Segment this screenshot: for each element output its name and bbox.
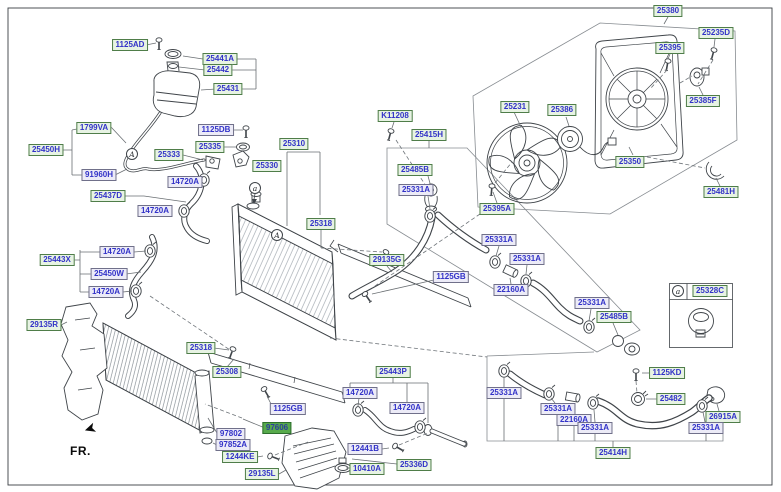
part-label-25485B[interactable]: 25485B <box>596 311 632 323</box>
part-label-25442[interactable]: 25442 <box>203 64 233 76</box>
filler-fittings-art <box>205 142 250 170</box>
part-label-25385F[interactable]: 25385F <box>685 95 721 107</box>
part-label-25331A[interactable]: 25331A <box>486 387 522 399</box>
part-label-14720A[interactable]: 14720A <box>137 205 173 217</box>
part-label-25386[interactable]: 25386 <box>547 104 577 116</box>
part-label-25333[interactable]: 25333 <box>154 149 184 161</box>
part-label-25481H[interactable]: 25481H <box>703 186 739 198</box>
part-label-selected[interactable]: 97606 <box>262 422 292 434</box>
part-label-25318[interactable]: 25318 <box>186 342 216 354</box>
part-label-25431[interactable]: 25431 <box>213 83 243 95</box>
air-guard-lower-art <box>281 427 347 490</box>
condenser-art <box>102 322 215 445</box>
front-direction-label: FR. <box>70 444 91 458</box>
radiator-cap-icon <box>688 308 714 338</box>
part-label-25437D[interactable]: 25437D <box>90 190 126 202</box>
fan-shroud-art <box>594 34 684 169</box>
part-label-12441B[interactable]: 12441B <box>347 443 383 455</box>
part-label-K11208[interactable]: K11208 <box>377 110 413 122</box>
part-label-29135L[interactable]: 29135L <box>244 468 280 480</box>
air-guard-left-art <box>60 302 108 421</box>
part-label-25415H[interactable]: 25415H <box>411 129 447 141</box>
part-label-25331A[interactable]: 25331A <box>509 253 545 265</box>
part-label-14720A[interactable]: 14720A <box>342 387 378 399</box>
leader-lines <box>60 16 721 475</box>
part-label-97852A[interactable]: 97852A <box>215 439 251 451</box>
diagram-border <box>7 7 773 486</box>
assembly-marker-a: a <box>249 182 261 194</box>
part-label-29135G[interactable]: 29135G <box>369 254 405 266</box>
assembly-marker-A: A <box>271 229 283 241</box>
part-label-1125KD[interactable]: 1125KD <box>649 367 685 379</box>
part-label-25330[interactable]: 25330 <box>252 160 282 172</box>
assembly-marker-a: a <box>672 285 684 297</box>
support-bar-art <box>207 351 346 404</box>
part-label-14720A[interactable]: 14720A <box>99 246 135 258</box>
fan-motor-art <box>557 126 617 156</box>
part-label-1799VA[interactable]: 1799VA <box>76 122 112 134</box>
crossmember-art <box>329 239 472 308</box>
part-label-25231[interactable]: 25231 <box>500 101 530 113</box>
part-label-25450W[interactable]: 25450W <box>90 268 128 280</box>
hose-clamp-art <box>631 390 649 406</box>
part-label-25395A[interactable]: 25395A <box>479 203 515 215</box>
part-label-1125GB[interactable]: 1125GB <box>269 403 307 415</box>
part-label-25482[interactable]: 25482 <box>656 393 686 405</box>
part-label-25331A[interactable]: 25331A <box>481 234 517 246</box>
part-label-25450H[interactable]: 25450H <box>28 144 64 156</box>
part-label-22160A[interactable]: 22160A <box>493 284 529 296</box>
part-label-91960H[interactable]: 91960H <box>81 169 117 181</box>
part-label-25328C[interactable]: 25328C <box>692 285 728 297</box>
part-label-25331A[interactable]: 25331A <box>688 422 724 434</box>
part-label-25318[interactable]: 25318 <box>306 218 336 230</box>
part-label-25485B[interactable]: 25485B <box>397 164 433 176</box>
part-label-25308[interactable]: 25308 <box>212 366 242 378</box>
part-label-25443P[interactable]: 25443P <box>375 366 411 378</box>
part-label-10410A[interactable]: 10410A <box>349 463 385 475</box>
part-label-25331A[interactable]: 25331A <box>577 422 613 434</box>
part-label-25380[interactable]: 25380 <box>653 5 683 17</box>
part-label-1125DB[interactable]: 1125DB <box>198 124 234 136</box>
part-label-1244KE[interactable]: 1244KE <box>222 451 258 463</box>
part-label-25414H[interactable]: 25414H <box>595 447 631 459</box>
part-label-25443X[interactable]: 25443X <box>39 254 75 266</box>
part-label-1125AD[interactable]: 1125AD <box>112 39 148 51</box>
part-label-25331A[interactable]: 25331A <box>574 297 610 309</box>
part-label-14720A[interactable]: 14720A <box>389 402 425 414</box>
reservoir-tank-art <box>152 49 201 118</box>
part-label-14720A[interactable]: 14720A <box>167 176 203 188</box>
part-label-1125GB[interactable]: 1125GB <box>432 271 470 283</box>
part-label-25350[interactable]: 25350 <box>615 156 645 168</box>
assembly-marker-A: A <box>126 148 138 160</box>
dashed-lines <box>149 59 714 456</box>
part-label-25235D[interactable]: 25235D <box>698 27 734 39</box>
part-label-25335[interactable]: 25335 <box>195 141 225 153</box>
part-label-29135R[interactable]: 29135R <box>26 319 62 331</box>
radiator-art <box>231 191 337 341</box>
part-label-25310[interactable]: 25310 <box>279 138 309 150</box>
part-label-14720A[interactable]: 14720A <box>88 286 124 298</box>
shroud-bracket-art <box>705 161 725 180</box>
part-label-25331A[interactable]: 25331A <box>398 184 434 196</box>
part-label-25395[interactable]: 25395 <box>655 42 685 54</box>
part-label-25336D[interactable]: 25336D <box>396 459 432 471</box>
